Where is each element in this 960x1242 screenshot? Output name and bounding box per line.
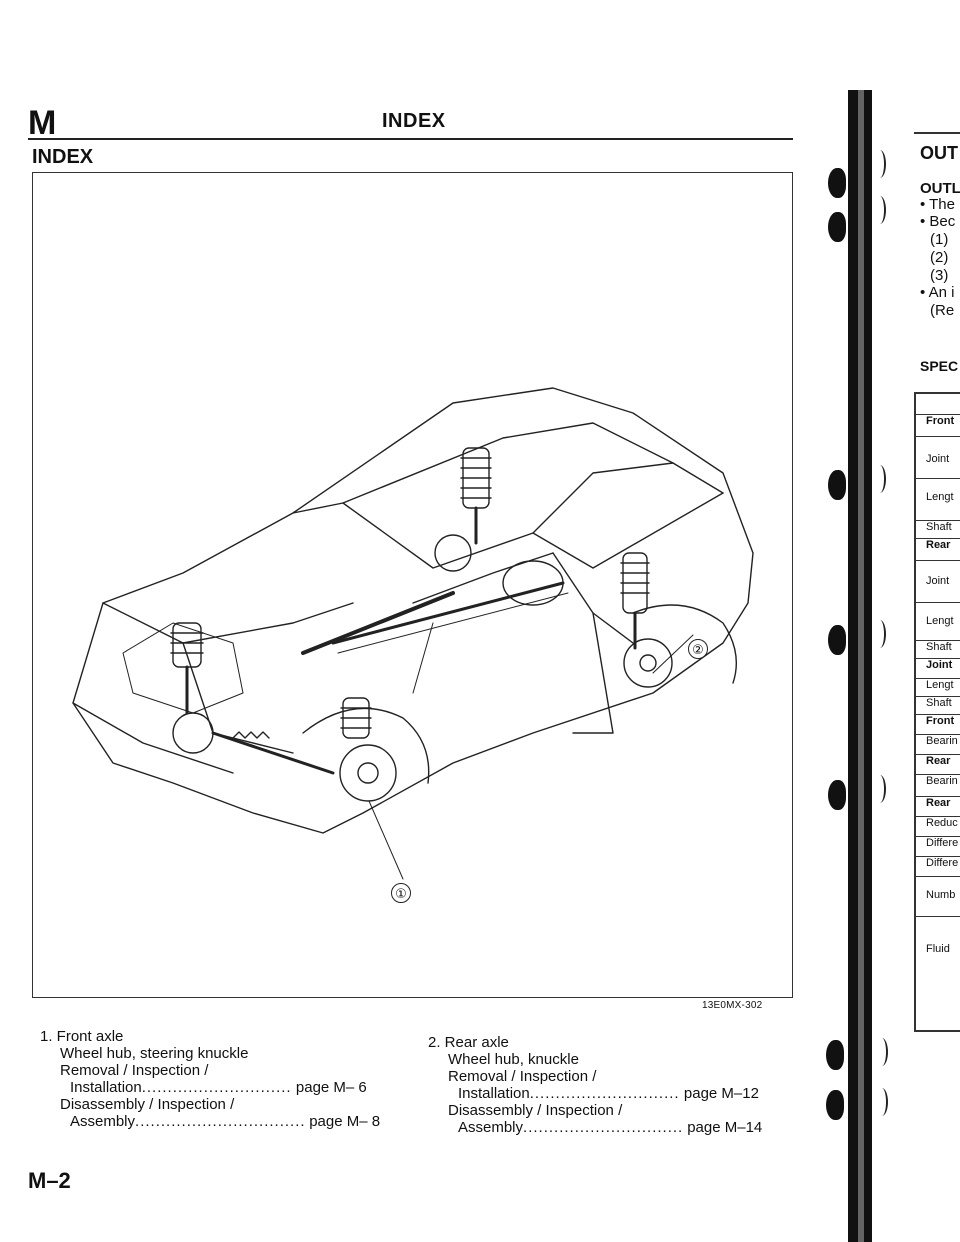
entry-label: Disassembly / Inspection / xyxy=(448,1102,623,1119)
facing-page-spec-heading: SPEC xyxy=(920,358,959,374)
punch-hole-shadow xyxy=(876,1038,888,1066)
caption-entry: Disassembly / Inspection / xyxy=(40,1096,400,1113)
facing-page-line: • An i xyxy=(920,284,955,301)
entry-page: page M– 8 xyxy=(309,1113,381,1130)
entry-label: Installation xyxy=(458,1085,530,1102)
punch-hole-shadow xyxy=(874,465,886,493)
caption-heading: 1. Front axle xyxy=(40,1028,124,1045)
header-title: INDEX xyxy=(382,110,446,132)
punch-hole xyxy=(828,780,846,810)
spec-row: Bearin xyxy=(916,774,960,796)
caption-subheading: Wheel hub, steering knuckle xyxy=(60,1045,249,1062)
caption-subheading: Wheel hub, knuckle xyxy=(448,1051,579,1068)
spec-row: Lengt xyxy=(916,478,960,520)
spec-row: Lengt xyxy=(916,602,960,640)
punch-hole xyxy=(826,1040,844,1070)
section-letter: M xyxy=(28,104,58,142)
caption-entry: Disassembly / Inspection / xyxy=(428,1102,798,1119)
facing-page-line: (3) xyxy=(930,267,949,284)
caption-front-axle: 1. Front axle Wheel hub, steering knuckl… xyxy=(40,1028,400,1130)
entry-label: Installation xyxy=(70,1079,142,1096)
entry-page: page M– 6 xyxy=(295,1079,367,1096)
dot-leader: ...................................... xyxy=(523,1119,684,1136)
entry-label: Assembly xyxy=(458,1119,524,1136)
spec-row: Bearin xyxy=(916,734,960,754)
spec-row: Fluid xyxy=(916,916,960,996)
spec-row: Joint xyxy=(916,560,960,602)
punch-hole-shadow xyxy=(874,775,886,803)
dot-leader: ...................................... xyxy=(135,1113,306,1130)
entry-label: Disassembly / Inspection / xyxy=(60,1096,235,1113)
entry-page: page M–14 xyxy=(687,1119,763,1136)
facing-page-line: (Re xyxy=(930,302,955,319)
caption-line: Removal / Inspection / xyxy=(448,1068,597,1085)
facing-page-line: OUTL xyxy=(920,180,960,197)
facing-page-title: OUT xyxy=(920,143,958,163)
facing-page-line: • The xyxy=(920,196,955,213)
header-rule xyxy=(28,138,793,140)
facing-page-rule xyxy=(914,132,960,134)
callout-2: ② xyxy=(688,639,708,659)
caption-entry: Installation............................… xyxy=(40,1079,400,1096)
dot-leader: ...................................... xyxy=(529,1085,680,1102)
facing-page-line: • Bec xyxy=(920,213,956,230)
spec-row: Numb xyxy=(916,876,960,916)
punch-hole-shadow xyxy=(876,1088,888,1116)
punch-hole-shadow xyxy=(874,620,886,648)
facing-page-spec-table: Front Joint Lengt Shaft Rear Joint Lengt… xyxy=(914,392,960,1032)
caption-rear-axle: 2. Rear axle Wheel hub, knuckle Removal … xyxy=(428,1028,798,1136)
section-title: INDEX xyxy=(32,146,94,168)
spec-row: Joint xyxy=(916,658,960,678)
figure-frame: ① ② xyxy=(32,172,793,998)
spec-row: Lengt xyxy=(916,678,960,696)
spec-row: Front xyxy=(916,714,960,734)
facing-page-line: (2) xyxy=(930,249,949,266)
punch-hole-shadow xyxy=(874,196,886,224)
dot-leader: ...................................... xyxy=(141,1079,292,1096)
punch-hole xyxy=(828,212,846,242)
entry-page: page M–12 xyxy=(683,1085,759,1102)
caption-entry: Assembly................................… xyxy=(40,1113,400,1130)
spec-row: Shaft xyxy=(916,640,960,658)
caption-entry: Installation............................… xyxy=(428,1085,798,1102)
caption-heading: 2. Rear axle xyxy=(428,1034,509,1051)
spec-row: Joint xyxy=(916,436,960,478)
punch-hole-shadow xyxy=(874,150,886,178)
callout-1: ① xyxy=(391,883,411,903)
figure-code: 13E0MX-302 xyxy=(702,1000,763,1011)
spec-row: Shaft xyxy=(916,696,960,714)
punch-hole xyxy=(828,470,846,500)
page-number: M–2 xyxy=(28,1168,71,1193)
spec-row: Reduc xyxy=(916,816,960,836)
caption-entry: Assembly................................… xyxy=(428,1119,798,1136)
caption-line: Removal / Inspection / xyxy=(60,1062,209,1079)
punch-hole xyxy=(828,168,846,198)
car-axle-illustration xyxy=(72,387,754,880)
spec-row: Rear xyxy=(916,538,960,560)
binding-highlight xyxy=(858,60,864,1242)
spec-row: Rear xyxy=(916,796,960,816)
entry-label: Assembly xyxy=(70,1113,136,1130)
spec-row: Front xyxy=(916,414,960,436)
punch-hole xyxy=(826,1090,844,1120)
spec-row: Shaft xyxy=(916,520,960,538)
spec-row: Differe xyxy=(916,836,960,856)
binding-strip xyxy=(848,90,872,1242)
punch-hole xyxy=(828,625,846,655)
spec-row: Rear xyxy=(916,754,960,774)
spec-row: Differe xyxy=(916,856,960,876)
facing-page-line: (1) xyxy=(930,231,949,248)
